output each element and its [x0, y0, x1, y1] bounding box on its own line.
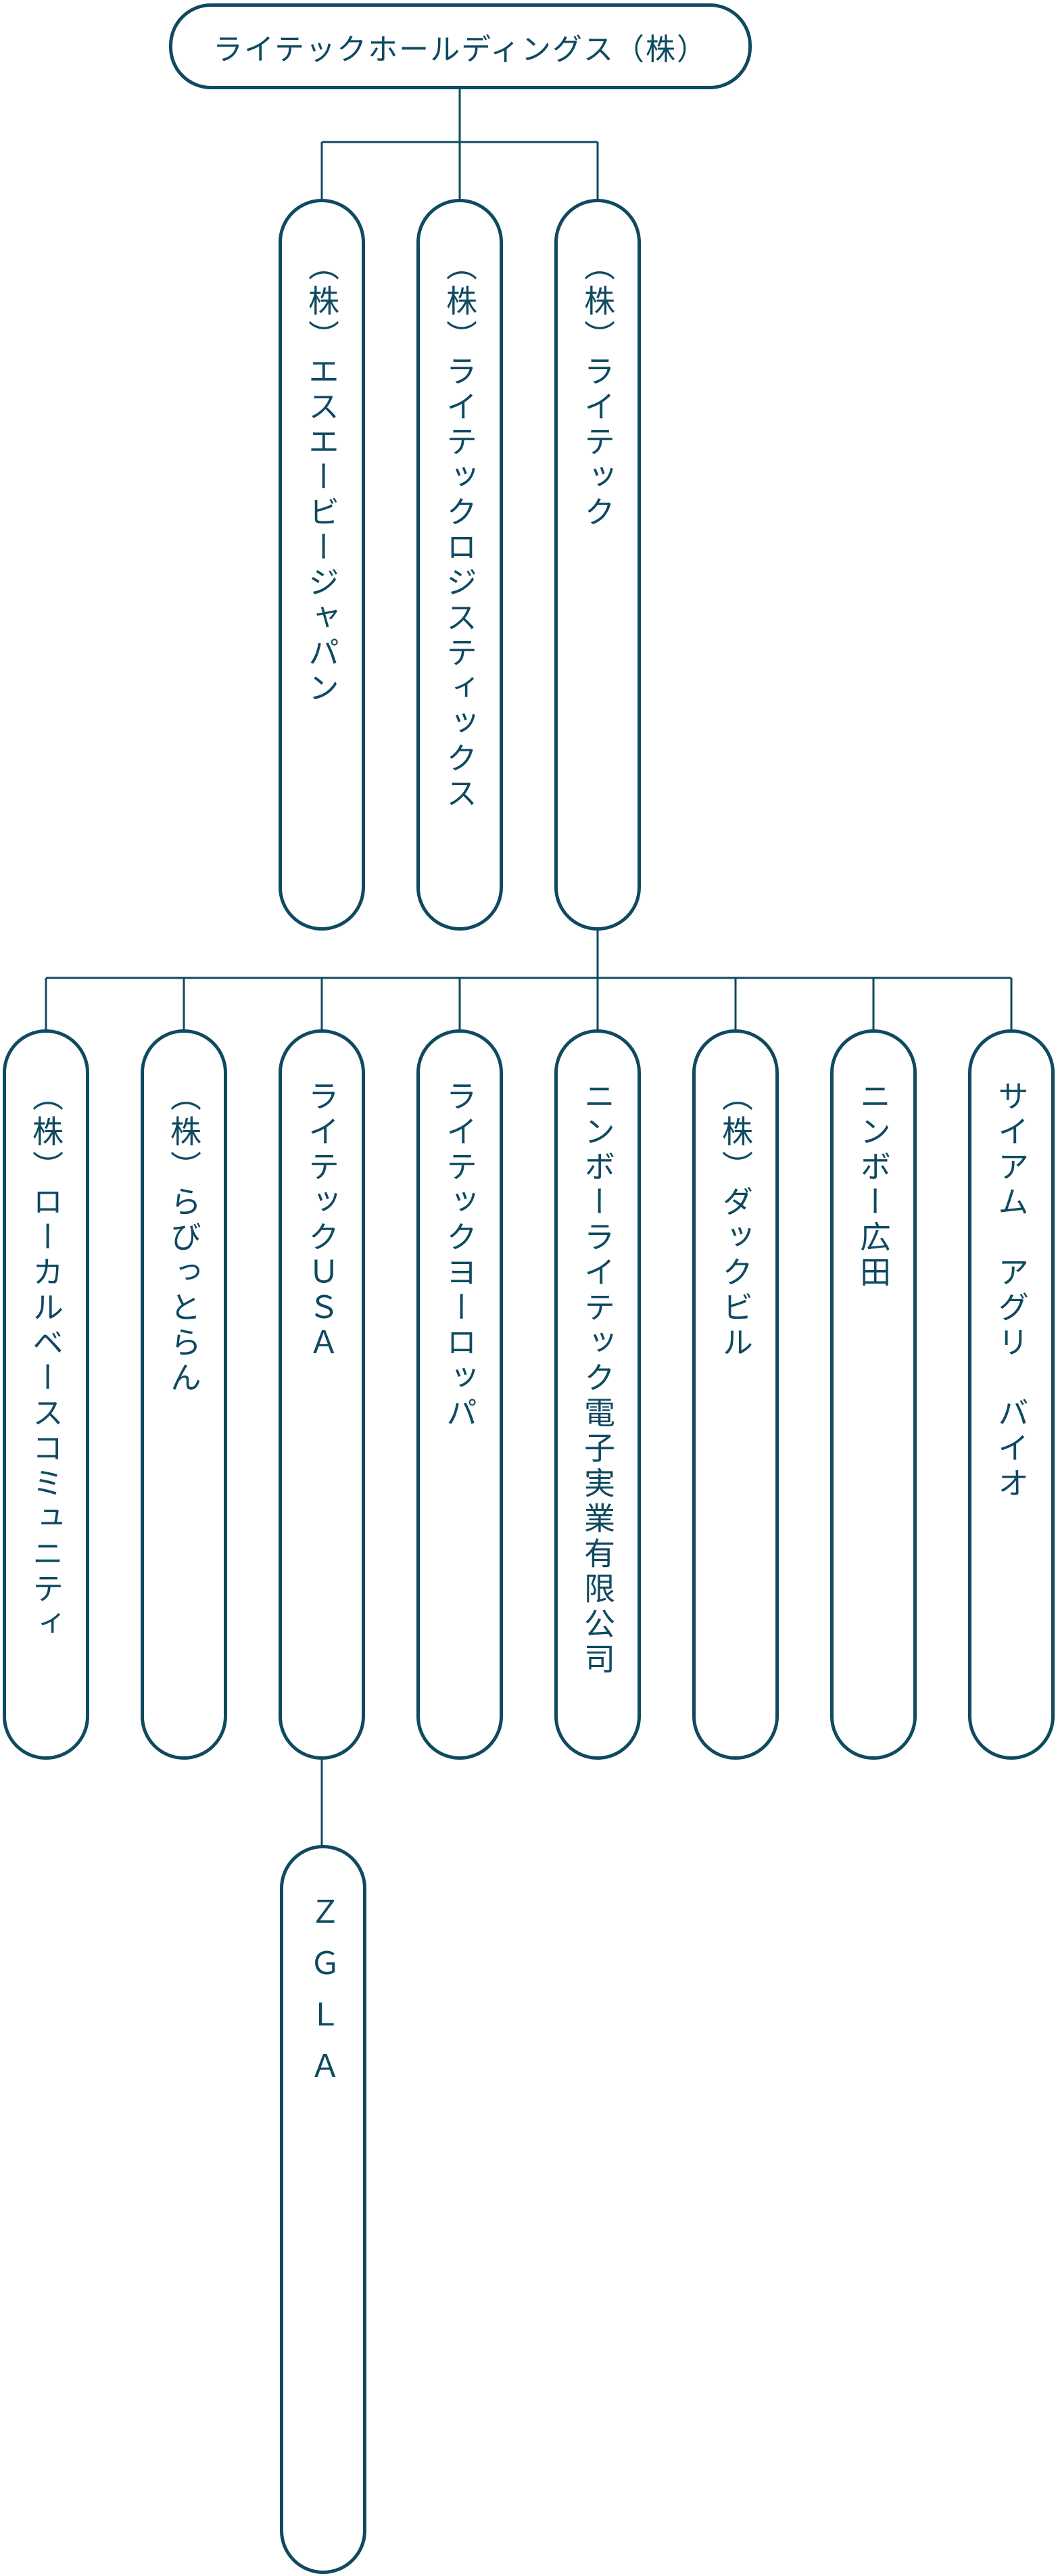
- node-zgla: ＺＧＬＡ: [280, 1845, 366, 2574]
- node-duckbill-label: （株）ダックビル: [717, 1080, 754, 1361]
- node-ningbo-raitec-label: ニンボーライテック電子実業有限公司: [579, 1080, 616, 1678]
- node-raitec-usa-label: ライテックＵＳＡ: [304, 1080, 340, 1361]
- node-root-holdings: ライテックホールディングス（株）: [169, 3, 752, 89]
- node-raitec-logistics-label: （株）ライテックロジスティックス: [441, 250, 478, 812]
- node-raitec: （株）ライテック: [554, 199, 641, 931]
- node-siam-agri-bio-label: サイアム アグリ バイオ: [993, 1080, 1030, 1502]
- node-raitec-logistics: （株）ライテックロジスティックス: [416, 199, 503, 931]
- node-root-label: ライテックホールディングス（株）: [212, 32, 708, 67]
- node-rabbit-run-label: （株）らびっとらん: [166, 1080, 202, 1397]
- node-ningbo-hirota-label: ニンボー広田: [855, 1080, 892, 1291]
- node-raitec-label: （株）ライテック: [579, 250, 616, 531]
- node-siam-agri-bio: サイアム アグリ バイオ: [968, 1029, 1055, 1760]
- node-ningbo-raitec: ニンボーライテック電子実業有限公司: [554, 1029, 641, 1760]
- node-duckbill: （株）ダックビル: [692, 1029, 779, 1760]
- node-rabbit-run: （株）らびっとらん: [141, 1029, 227, 1760]
- node-local-base-community-label: （株）ローカルベースコミュニティ: [28, 1080, 64, 1643]
- node-sab-japan: （株）エスエービージャパン: [279, 199, 365, 931]
- node-sab-japan-label: （株）エスエービージャパン: [304, 250, 340, 707]
- node-raitec-europe-label: ライテックヨーロッパ: [441, 1080, 478, 1432]
- node-raitec-europe: ライテックヨーロッパ: [416, 1029, 503, 1760]
- node-zgla-label: ＺＧＬＡ: [305, 1896, 341, 2101]
- node-local-base-community: （株）ローカルベースコミュニティ: [3, 1029, 89, 1760]
- node-ningbo-hirota: ニンボー広田: [830, 1029, 917, 1760]
- node-raitec-usa: ライテックＵＳＡ: [279, 1029, 365, 1760]
